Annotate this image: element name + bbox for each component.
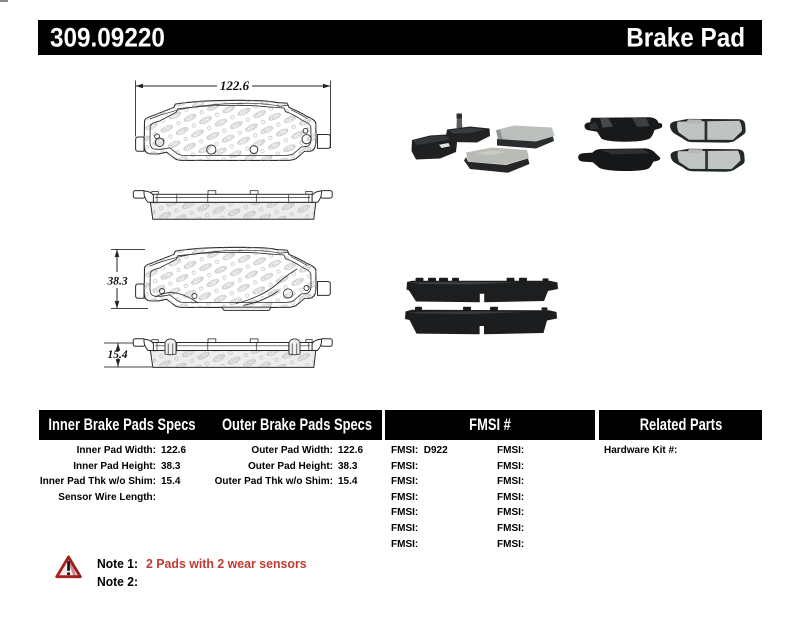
svg-text:122.6: 122.6	[220, 78, 250, 93]
svg-text:15.4: 15.4	[107, 349, 127, 361]
svg-text:38.3: 38.3	[106, 276, 127, 288]
